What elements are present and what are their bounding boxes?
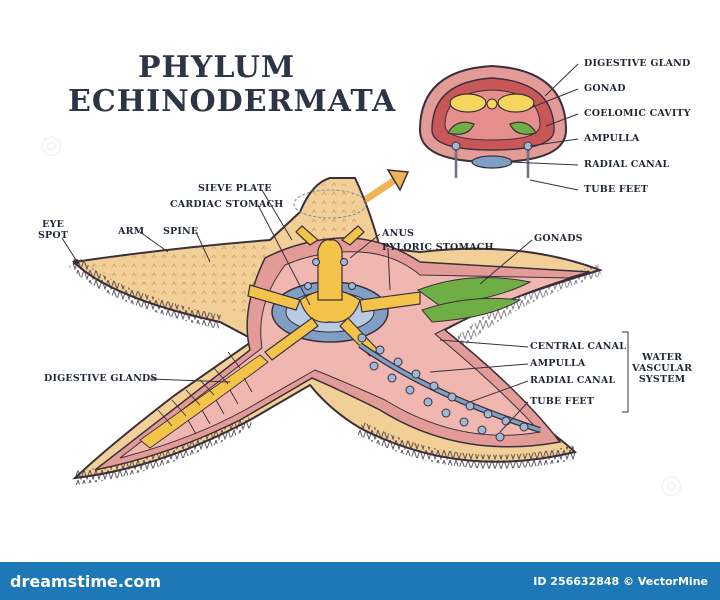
label-water-vascular-system: WATER VASCULAR SYSTEM [632,352,692,385]
label-arm: ARM [118,226,145,237]
starfish-diagram [61,63,629,485]
label-gonad: GONAD [584,83,626,94]
label-wvs-line1: WATER [642,352,683,363]
footer-bar: dreamstime.com ID 256632848 © VectorMine [0,562,720,600]
pointer-arrow-head [386,169,410,192]
diagram-stage: ◎ ◎ PHYLUM ECHINODERMATA [38,50,692,500]
label-eye-spot-line1: EYE [42,219,65,230]
label-central-canal: CENTRAL CANAL [530,341,627,352]
label-tube-feet: TUBE FEET [530,396,595,407]
label-gonads: GONADS [534,233,583,244]
title-line-2: ECHINODERMATA [68,84,397,119]
label-cardiac-stomach: CARDIAC STOMACH [170,199,284,210]
label-eye-spot: EYE SPOT [38,219,68,241]
cross-section-leaders [509,63,579,191]
pointer-arrow [363,177,397,203]
watermark-mark: ◎ [660,470,683,500]
gonads-shape [416,277,532,323]
label-ampulla: AMPULLA [530,358,586,369]
label-pyloric-stomach: PYLORIC STOMACH [382,242,494,253]
footer-credit: ID 256632848 © VectorMine [533,575,708,588]
tube-feet-shapes [357,333,529,442]
title-line-1: PHYLUM [138,50,296,85]
label-tube-feet-section: TUBE FEET [584,184,649,195]
starfish-body [69,177,604,485]
body-leaders [61,189,629,433]
label-ampulla-section: AMPULLA [584,133,640,144]
watermark-mark: ◎ [40,130,63,160]
cross-section [418,64,568,178]
label-wvs-line3: SYSTEM [638,374,686,385]
footer-brand[interactable]: dreamstime.com [10,572,162,591]
label-spine: SPINE [163,226,199,237]
label-radial-canal-section: RADIAL CANAL [584,159,670,170]
label-digestive-gland: DIGESTIVE GLAND [584,58,691,69]
label-coelomic-cavity: COELOMIC CAVITY [584,108,691,119]
label-eye-spot-line2: SPOT [38,230,69,241]
label-digestive-glands: DIGESTIVE GLANDS [44,373,158,384]
label-wvs-line2: VASCULAR [632,363,693,374]
digestive-glands-shape [139,351,269,449]
label-anus: ANUS [382,228,414,239]
label-sieve-plate: SIEVE PLATE [198,183,272,194]
label-radial-canal: RADIAL CANAL [530,375,616,386]
